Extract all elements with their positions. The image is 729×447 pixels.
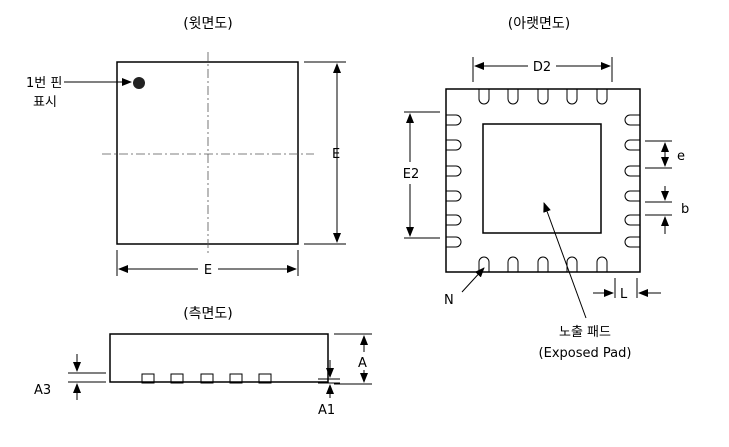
side-lead-1 xyxy=(141,373,155,384)
exposed-pad-label-ko: 노출 패드 xyxy=(559,325,611,340)
side-view-title: (측면도) xyxy=(183,306,233,322)
pad-top-5 xyxy=(596,89,608,105)
n-leader xyxy=(461,267,485,293)
exposed-pad-label-en: (Exposed Pad) xyxy=(539,346,632,361)
pad-top-2 xyxy=(507,89,519,105)
dim-d2: D2 xyxy=(533,60,551,75)
dim-e-pitch: e xyxy=(677,149,685,164)
pad-left-6 xyxy=(446,236,462,248)
dim-l: L xyxy=(620,287,628,302)
pad-left-5 xyxy=(446,214,462,226)
side-view-body xyxy=(109,333,329,383)
exposed-pad xyxy=(482,123,602,234)
bottom-view-title: (아랫면도) xyxy=(508,16,570,32)
pad-top-4 xyxy=(566,89,578,105)
bottom-view-body xyxy=(445,88,641,273)
pad-top-3 xyxy=(537,89,549,105)
pad-bottom-3 xyxy=(537,256,549,272)
pad-bottom-2 xyxy=(507,256,519,272)
pad-bottom-1 xyxy=(478,256,490,272)
pad-right-1 xyxy=(624,114,640,126)
dim-e-vertical: E xyxy=(332,147,340,162)
side-view: A A1 A3 xyxy=(34,333,372,418)
side-lead-3 xyxy=(200,373,214,384)
pin1-label-line1: 1번 핀 xyxy=(26,76,62,91)
dim-e2: E2 xyxy=(403,167,420,182)
exposed-pad-leader xyxy=(543,202,587,319)
pad-left-4 xyxy=(446,190,462,202)
pad-left-3 xyxy=(446,165,462,177)
side-lead-4 xyxy=(229,373,243,384)
pin1-dot xyxy=(133,77,145,89)
dim-b: b xyxy=(681,202,689,217)
side-lead-2 xyxy=(170,373,184,384)
bottom-view: D2 E2 e b L N 노출 패드 (Exposed Pad) xyxy=(403,57,689,361)
pad-left-1 xyxy=(446,114,462,126)
pad-right-6 xyxy=(624,236,640,248)
dim-a3: A3 xyxy=(34,383,51,398)
dim-e-horizontal: E xyxy=(204,263,212,278)
top-view-title: (윗면도) xyxy=(183,16,233,32)
pad-right-3 xyxy=(624,165,640,177)
dim-a1: A1 xyxy=(318,403,335,418)
pad-right-4 xyxy=(624,190,640,202)
dim-n: N xyxy=(444,293,454,308)
pad-top-1 xyxy=(478,89,490,105)
pad-bottom-4 xyxy=(566,256,578,272)
side-lead-5 xyxy=(258,373,272,384)
pad-left-2 xyxy=(446,139,462,151)
dim-a: A xyxy=(358,356,367,371)
top-view-body xyxy=(116,61,299,245)
pad-bottom-5 xyxy=(596,256,608,272)
top-view: 1번 핀 표시 E E xyxy=(26,52,346,278)
pad-right-5 xyxy=(624,214,640,226)
pad-right-2 xyxy=(624,139,640,151)
pin1-label-line2: 표시 xyxy=(33,95,57,110)
